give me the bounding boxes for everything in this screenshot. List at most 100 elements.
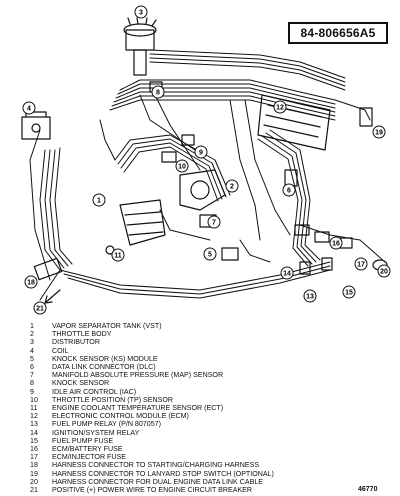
legend-number: 12 <box>30 412 38 421</box>
legend-item: 12 ELECTRONIC CONTROL MODULE (ECM) <box>28 412 368 420</box>
coil-component <box>21 111 51 140</box>
svg-text:5: 5 <box>208 252 212 259</box>
svg-text:9: 9 <box>199 150 203 157</box>
harness-bundle-upper <box>109 79 336 121</box>
small-sensors <box>105 81 298 261</box>
legend-number: 9 <box>30 387 34 396</box>
legend-description: THROTTLE POSITION (TP) SENSOR <box>52 395 173 404</box>
callout-4: 4 <box>22 101 36 115</box>
svg-text:10: 10 <box>178 164 186 171</box>
legend-description: HARNESS CONNECTOR TO STARTING/CHARGING H… <box>52 461 260 470</box>
callout-10: 10 <box>175 159 189 173</box>
harness-bundle-right <box>257 129 321 267</box>
legend-description: FUEL PUMP RELAY (P/N 807057) <box>52 420 161 429</box>
legend-number: 18 <box>30 461 38 470</box>
harness-bundle-mid <box>114 134 231 202</box>
svg-text:4: 4 <box>27 106 31 113</box>
callout-7: 7 <box>207 215 221 229</box>
svg-text:21: 21 <box>36 306 44 313</box>
part-number-label: 84-806656A5 <box>288 22 388 44</box>
legend-number: 19 <box>30 469 38 478</box>
legend-description: MANIFOLD ABSOLUTE PRESSURE (MAP) SENSOR <box>52 371 224 380</box>
connector-19 <box>359 107 373 127</box>
legend-number: 6 <box>30 363 34 372</box>
legend-number: 5 <box>30 354 34 363</box>
throttle-body-component <box>119 169 226 246</box>
svg-text:16: 16 <box>332 241 340 248</box>
svg-text:7: 7 <box>212 220 216 227</box>
callout-12: 12 <box>273 100 287 114</box>
legend-description: FUEL PUMP FUSE <box>52 436 114 445</box>
legend-description: ELECTRONIC CONTROL MODULE (ECM) <box>52 412 189 421</box>
callout-18: 18 <box>24 275 38 289</box>
harness-bundle-left <box>39 147 73 271</box>
svg-text:15: 15 <box>345 290 353 297</box>
ecm-component <box>257 94 331 151</box>
legend-number: 11 <box>30 404 38 413</box>
svg-text:2: 2 <box>230 184 234 191</box>
legend-description: IGNITION/SYSTEM RELAY <box>52 428 140 437</box>
legend-description: ECM/INJECTOR FUSE <box>52 453 126 462</box>
svg-text:17: 17 <box>357 262 365 269</box>
callout-11: 11 <box>111 248 125 262</box>
legend-number: 8 <box>30 379 34 388</box>
svg-text:13: 13 <box>306 294 314 301</box>
harness-drawing: 1 2 3 4 5 6 7 8 9 10 11 12 13 14 15 16 1… <box>21 5 391 315</box>
legend-description: ECM/BATTERY FUSE <box>52 445 123 454</box>
callout-5: 5 <box>203 247 217 261</box>
legend-number: 20 <box>30 477 38 486</box>
svg-text:19: 19 <box>375 130 383 137</box>
legend-description: COIL <box>52 346 69 355</box>
harness-bundle-bottom <box>59 261 331 299</box>
legend-number: 1 <box>30 322 34 330</box>
legend-number: 2 <box>30 330 34 339</box>
legend-number: 3 <box>30 338 34 347</box>
callout-19: 19 <box>372 125 386 139</box>
callout-14: 14 <box>280 266 294 280</box>
callout-17: 17 <box>354 257 368 271</box>
legend-number: 13 <box>30 420 38 429</box>
svg-text:14: 14 <box>283 271 291 278</box>
relay-fuse-cluster <box>294 224 388 275</box>
legend-item: 20 HARNESS CONNECTOR FOR DUAL ENGINE DATA… <box>28 478 368 486</box>
legend-number: 4 <box>30 346 34 355</box>
legend-description: KNOCK SENSOR <box>52 379 110 388</box>
legend-item: 19 HARNESS CONNECTOR TO LANYARD STOP SWIT… <box>28 470 368 478</box>
legend-description: HARNESS CONNECTOR TO LANYARD STOP SWITCH… <box>52 469 274 478</box>
callout-15: 15 <box>342 285 356 299</box>
callout-1: 1 <box>92 193 106 207</box>
svg-text:20: 20 <box>380 269 388 276</box>
callout-6: 6 <box>282 183 296 197</box>
svg-text:18: 18 <box>27 280 35 287</box>
legend-item: 18 HARNESS CONNECTOR TO STARTING/CHARGING… <box>28 461 368 469</box>
legend-description: HARNESS CONNECTOR FOR DUAL ENGINE DATA L… <box>52 477 264 486</box>
svg-text:12: 12 <box>276 105 284 112</box>
legend-item: 8 KNOCK SENSOR <box>28 379 368 387</box>
figure-id: 46770 <box>358 486 378 493</box>
callout-16: 16 <box>329 236 343 250</box>
legend-item: 3 DISTRIBUTOR <box>28 338 368 346</box>
legend-description: DISTRIBUTOR <box>52 338 100 347</box>
legend-number: 7 <box>30 371 34 380</box>
legend-number: 21 <box>30 486 38 495</box>
callout-2: 2 <box>225 179 239 193</box>
legend-description: POSITIVE (+) POWER WIRE TO ENGINE CIRCUI… <box>52 486 253 495</box>
svg-text:3: 3 <box>139 10 143 17</box>
harness-bundle-top <box>149 49 346 91</box>
callout-3: 3 <box>134 5 148 19</box>
legend-description: DATA LINK CONNECTOR (DLC) <box>52 363 156 372</box>
callout-20: 20 <box>377 264 391 278</box>
legend-item: 13 FUEL PUMP RELAY (P/N 807057) <box>28 420 368 428</box>
legend-item: 21 POSITIVE (+) POWER WIRE TO ENGINE CIRC… <box>28 486 368 494</box>
svg-text:6: 6 <box>287 188 291 195</box>
legend-item: 4 COIL <box>28 347 368 355</box>
